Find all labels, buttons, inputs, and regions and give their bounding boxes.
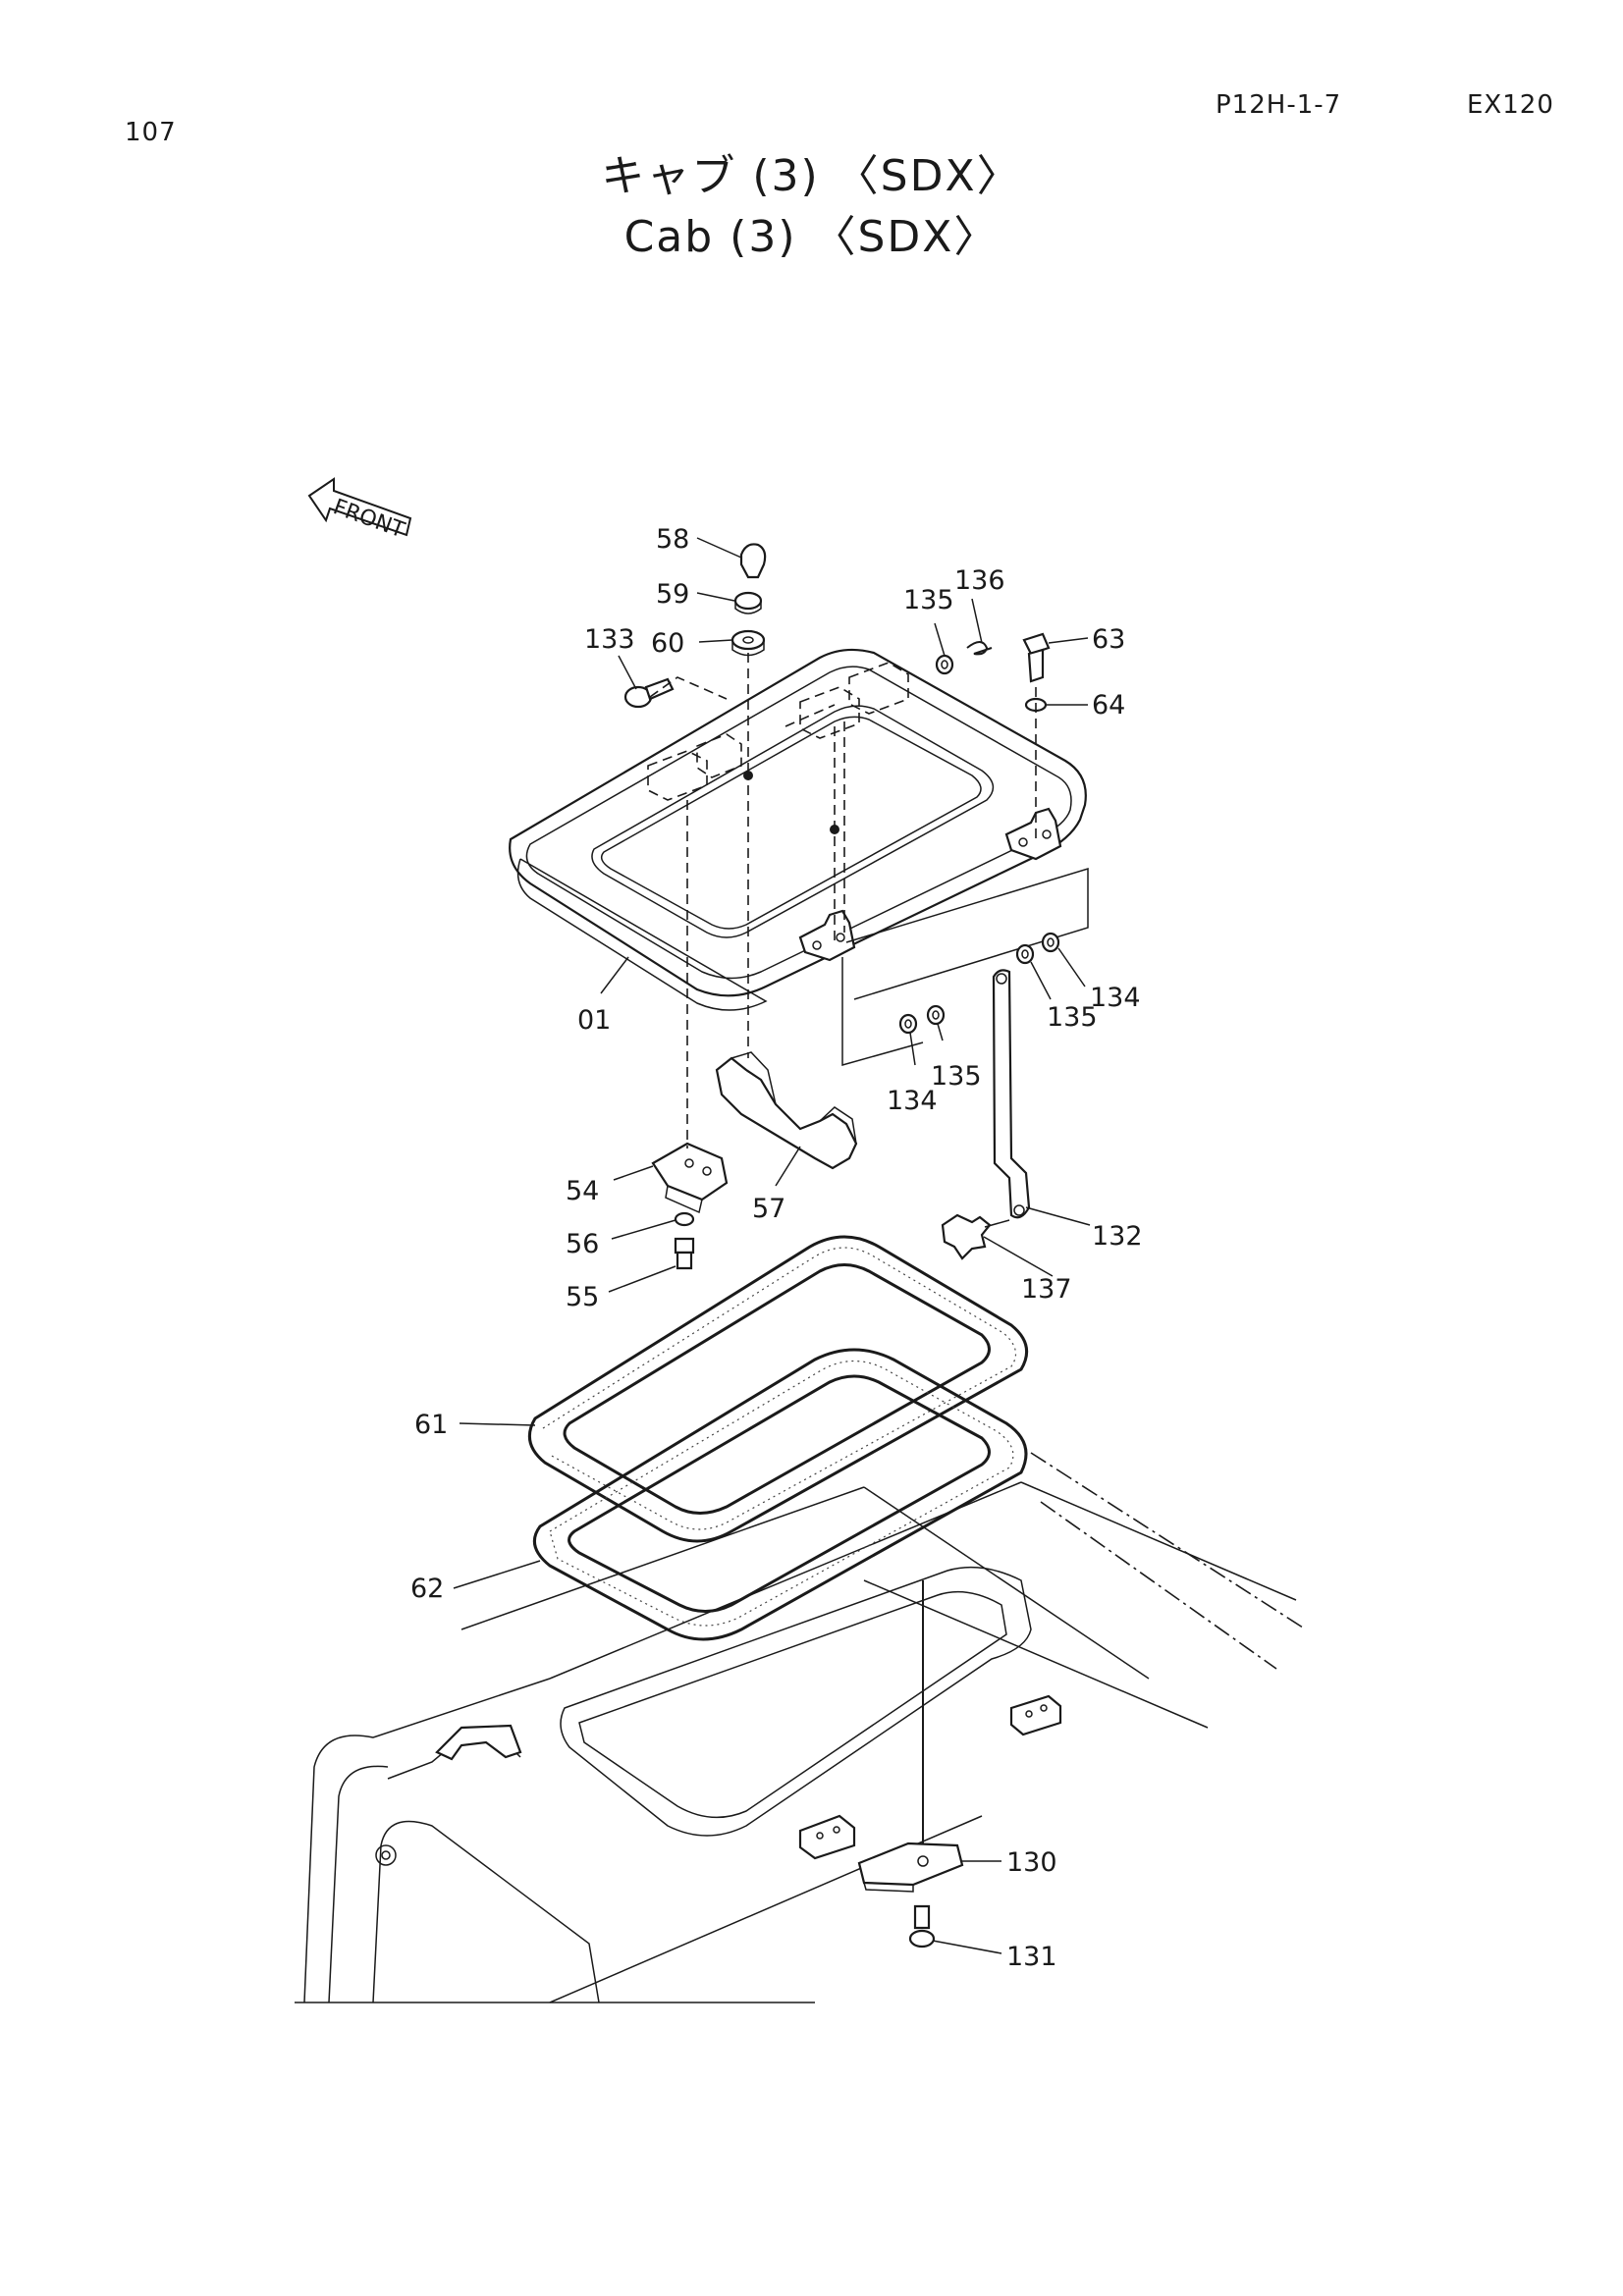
callout-134-left: 134	[887, 1086, 938, 1116]
callout-56: 56	[566, 1229, 599, 1259]
page-title-japanese: キャブ (3) 〈SDX〉	[601, 151, 1022, 201]
callout-135-top: 135	[903, 585, 954, 615]
bolt-55	[674, 1237, 695, 1270]
page-title-english: Cab (3) 〈SDX〉	[623, 212, 1000, 262]
grab-handle	[715, 1051, 858, 1170]
washer-134-right	[1041, 932, 1060, 953]
gasket-lower	[532, 1348, 1028, 1641]
callout-130: 130	[1006, 1847, 1057, 1878]
callout-64: 64	[1092, 690, 1125, 721]
drawing-code: P12H-1-7	[1216, 90, 1342, 120]
callout-54: 54	[566, 1176, 599, 1206]
washer-134-left	[898, 1013, 918, 1035]
gasket-upper	[527, 1235, 1029, 1543]
leader-lines	[453, 537, 1091, 1954]
callout-61: 61	[414, 1410, 448, 1440]
hatch-hinge-left	[798, 909, 856, 962]
front-label: FRONT	[330, 495, 408, 543]
washer-56	[674, 1211, 695, 1227]
model-number: EX120	[1467, 90, 1554, 120]
callout-labels: 58 59 60 133 135 136 63 64 01 134 135 13…	[410, 524, 1143, 1972]
front-arrow-icon: FRONT	[307, 477, 412, 544]
callout-63: 63	[1092, 624, 1125, 655]
callout-136: 136	[954, 565, 1005, 596]
nut-60	[730, 629, 766, 657]
callout-135-right: 135	[1047, 1002, 1098, 1033]
stay-bracket-outline	[845, 867, 1089, 1000]
callout-58: 58	[656, 524, 689, 555]
callout-59: 59	[656, 579, 689, 610]
bolt-131	[908, 1904, 936, 1949]
callout-62: 62	[410, 1574, 444, 1604]
callout-55: 55	[566, 1282, 599, 1312]
callout-57: 57	[752, 1194, 785, 1224]
bolt-63	[1022, 632, 1051, 683]
callout-60: 60	[651, 628, 684, 659]
page-number: 107	[125, 118, 177, 147]
washer-135-right	[1015, 943, 1035, 965]
knob-screw	[941, 1213, 1010, 1260]
collar-59	[733, 591, 763, 614]
callout-134-right: 134	[1090, 983, 1141, 1013]
callout-132: 132	[1092, 1221, 1143, 1252]
callout-135-left: 135	[931, 1061, 982, 1092]
knob-58	[739, 543, 767, 579]
latch-bracket	[651, 1142, 729, 1214]
latch-receiver	[857, 1842, 964, 1893]
roof-hatch-panel	[509, 648, 1087, 1011]
cab-roof-structure	[295, 1452, 1307, 2003]
callout-131: 131	[1006, 1942, 1057, 1972]
stay-rod	[992, 969, 1031, 1219]
washer-135-top	[935, 654, 954, 675]
callout-01: 01	[577, 1005, 611, 1036]
hatch-hinge-right	[1004, 807, 1062, 861]
snap-pin-136	[966, 641, 993, 656]
callout-133: 133	[584, 624, 635, 655]
callout-137: 137	[1021, 1274, 1072, 1305]
washer-135-left	[926, 1004, 946, 1026]
pin-133	[623, 677, 675, 709]
